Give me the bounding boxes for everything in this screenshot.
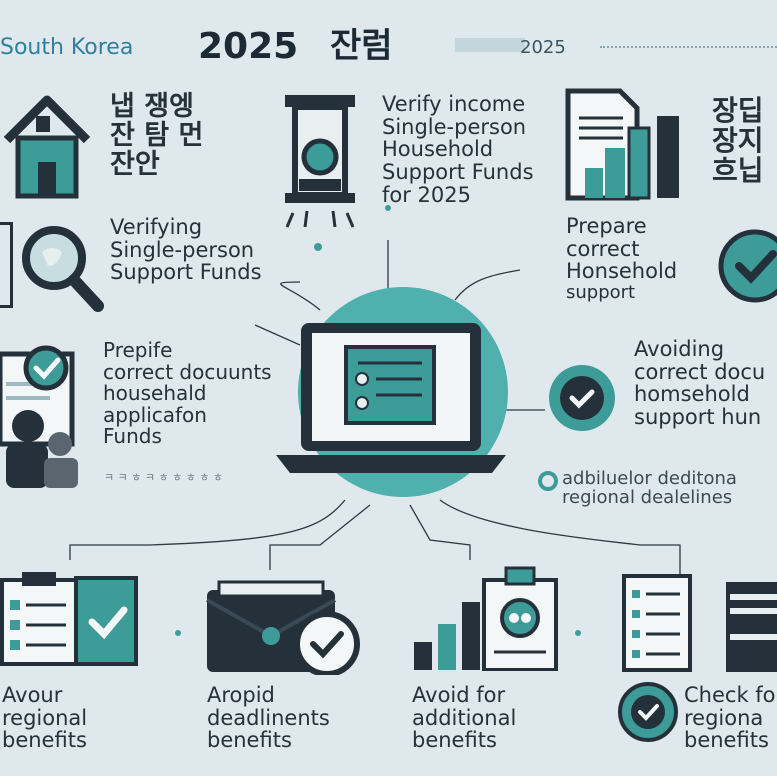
laptop-icon	[276, 323, 506, 473]
check-circle-icon	[718, 229, 777, 303]
midright-text: Avoiding correct docu homsehold support …	[634, 337, 766, 430]
check-circle-small-icon	[618, 682, 678, 742]
midright-subtext: adbiluelor deditona regional dealelines	[562, 468, 737, 509]
midleft-footnote: ㅋ ㅋ ㅎ ㅋ ㅎ ㅎ ㅎ ㅎ ㅎ	[104, 471, 224, 484]
header-year-small: 2025	[520, 37, 566, 58]
header-decor-bar	[455, 38, 525, 52]
topleft-korean: 냅 쟁엥 잔 탐 먼 잔안	[110, 91, 204, 181]
document-chart-icon	[565, 88, 679, 201]
header-country: South Korea	[0, 35, 134, 60]
header-dotted-line	[600, 46, 777, 54]
header-korean-title: 잔럼	[330, 26, 393, 66]
bullet-icon	[538, 471, 558, 491]
document-people-icon	[0, 345, 78, 488]
header-year: 2025	[198, 26, 299, 67]
check-badge-icon	[549, 365, 615, 431]
hourglass-icon	[285, 95, 355, 228]
topcenter-text: Verify income Single-person Household Su…	[382, 92, 534, 207]
checklist-stack-icon	[622, 574, 777, 672]
bottom-text-4: Check fo regiona benefits	[684, 683, 776, 753]
topleft-text: Verifying Single-person Support Funds	[110, 215, 262, 285]
bottom-text-3: Avoid for additional benefits	[412, 683, 517, 753]
wallet-check-icon	[206, 580, 360, 675]
bar-clipboard-icon	[414, 566, 558, 671]
clipboard-check-icon	[0, 572, 138, 666]
magnifier-icon	[22, 226, 104, 312]
bottom-text-2: Aropid deadlinents benefits	[207, 683, 330, 753]
house-icon	[3, 95, 91, 199]
midleft-text: Prepife correct docuunts househald appli…	[103, 338, 272, 449]
bottom-text-1: Avour regional benefits	[2, 683, 88, 753]
partial-frame	[0, 222, 13, 308]
topright-text: Prepare correct Honsehold support	[566, 214, 678, 304]
topright-korean: 장딥 장지 흐닙	[712, 94, 764, 188]
